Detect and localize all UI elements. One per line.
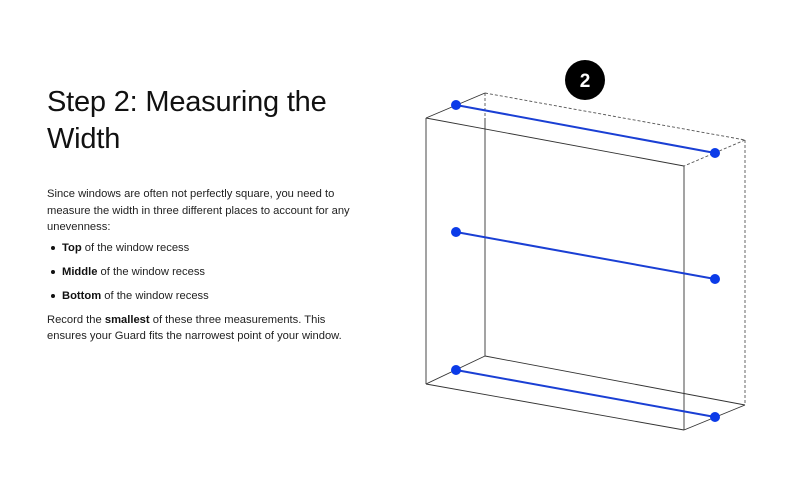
measurement-line-top <box>455 104 716 154</box>
list-item-bottom: Bottom of the window recess <box>47 288 357 305</box>
measurement-line-bottom <box>455 369 716 418</box>
list-item-top: Top of the window recess <box>47 240 357 257</box>
list-item-label: Middle <box>62 265 98 278</box>
bullet-icon <box>51 270 55 274</box>
window-recess-box-hidden-edges <box>484 92 746 405</box>
measurement-points <box>451 100 720 422</box>
intro-text: Since windows are often not perfectly sq… <box>47 188 350 233</box>
back-top-right-depth-edge <box>683 139 746 167</box>
back-bottom-edge <box>484 355 746 406</box>
step-badge-label: 2 <box>580 71 591 92</box>
page-title: Step 2: Measuring the Width <box>47 86 327 155</box>
measurement-point-bottom-right <box>710 412 720 422</box>
outro-text-after: of these three measurements. This ensure… <box>47 313 342 343</box>
outro-text-emphasis: smallest <box>104 313 150 326</box>
list-item-label: Top <box>62 241 82 254</box>
list-item-text: of the window recess <box>101 289 209 302</box>
measurement-line-middle <box>455 231 716 280</box>
outro-text-before: Record the <box>47 313 105 326</box>
outro-text: Record the smallest of these three measu… <box>47 312 357 345</box>
measurement-point-middle-right <box>710 274 720 284</box>
bullet-icon <box>51 294 55 298</box>
measurement-point-top-right <box>710 148 720 158</box>
front-top-edge <box>425 117 685 167</box>
step-badge-circle <box>565 60 605 100</box>
measurement-lines <box>455 104 716 418</box>
list-item-text: of the window recess <box>81 241 190 254</box>
instruction-panel: Step 2: Measuring the Width Since window… <box>47 84 357 345</box>
measurement-point-top-left <box>451 100 461 110</box>
list-item-middle: Middle of the window recess <box>47 264 357 281</box>
measurement-point-middle-left <box>451 227 461 237</box>
back-top-edge <box>484 92 746 141</box>
measurement-locations-list: Top of the window recess Middle of the w… <box>47 240 357 305</box>
list-item-label: Bottom <box>62 289 102 302</box>
step-number-badge: 2 <box>565 60 605 100</box>
front-bottom-edge <box>425 383 685 431</box>
list-item-text: of the window recess <box>97 265 206 278</box>
bullet-icon <box>51 246 55 250</box>
measurement-point-bottom-left <box>451 365 461 375</box>
window-recess-box <box>425 92 746 431</box>
